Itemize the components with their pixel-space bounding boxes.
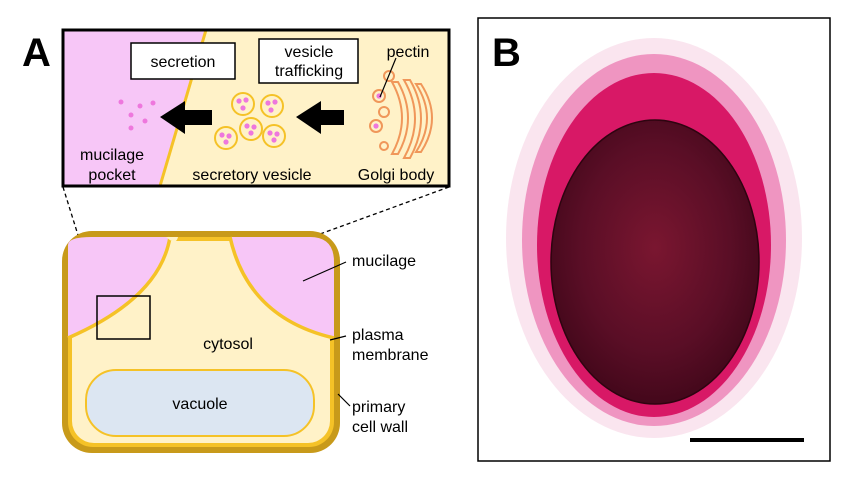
secretory-vesicles [214,92,286,150]
vesicle-trafficking-label-line1: vesicle [285,44,334,61]
panel-a-letter: A [22,31,51,75]
vesicle [262,124,286,148]
pectin-leader-line [379,57,397,98]
inset-frame [61,28,451,188]
vesicle [239,117,263,141]
cell-wall-label-line1: primary [352,399,405,416]
trafficking-arrow [296,101,344,134]
golgi-pectin-dot [373,123,379,129]
plasma-membrane-label-line1: plasma [352,327,404,344]
inset-diagram: secretion vesicle trafficking [61,28,451,188]
plasma-membrane-right [228,236,335,340]
cell-wall-leader-line [337,393,351,407]
vesicle [231,92,255,116]
plasma-membrane-left [67,236,172,340]
scale-bar [690,438,804,442]
secretion-label: secretion [151,54,216,71]
mucilage-pocket-label-line1: mucilage [80,147,144,164]
vesicle-trafficking-box [258,38,359,84]
mucilage-label: mucilage [352,253,416,270]
vesicle [260,94,284,118]
pectin-label: pectin [387,44,430,61]
secretion-box [130,42,236,80]
secretory-vesicle-label: secretory vesicle [192,167,311,184]
seed-body [550,119,760,405]
secretion-arrow [160,101,212,134]
vesicle [214,126,238,150]
golgi-body-label: Golgi body [358,167,435,184]
vacuole-label: vacuole [172,396,227,413]
mucilage-pocket-left [68,237,170,338]
mucilage-leader-line [302,261,347,282]
plasma-membrane-leader-line [329,335,347,341]
cytosol-label: cytosol [203,336,253,353]
micrograph-panel [477,17,831,462]
mucilage-pocket-right [230,237,334,338]
mucilage-pectin-dots [118,99,156,131]
panel-b-letter: B [492,31,521,75]
mucilage-pocket-label-line2: pocket [88,167,136,184]
cell-diagram: vacuole cytosol mucilage plasma membrane… [62,231,429,453]
vesicle-trafficking-label-line2: trafficking [275,63,343,80]
plasma-membrane-label-line2: membrane [352,347,429,364]
zoom-region-box [96,295,151,340]
vacuole [85,369,315,437]
cell-wall-label-line2: cell wall [352,419,408,436]
